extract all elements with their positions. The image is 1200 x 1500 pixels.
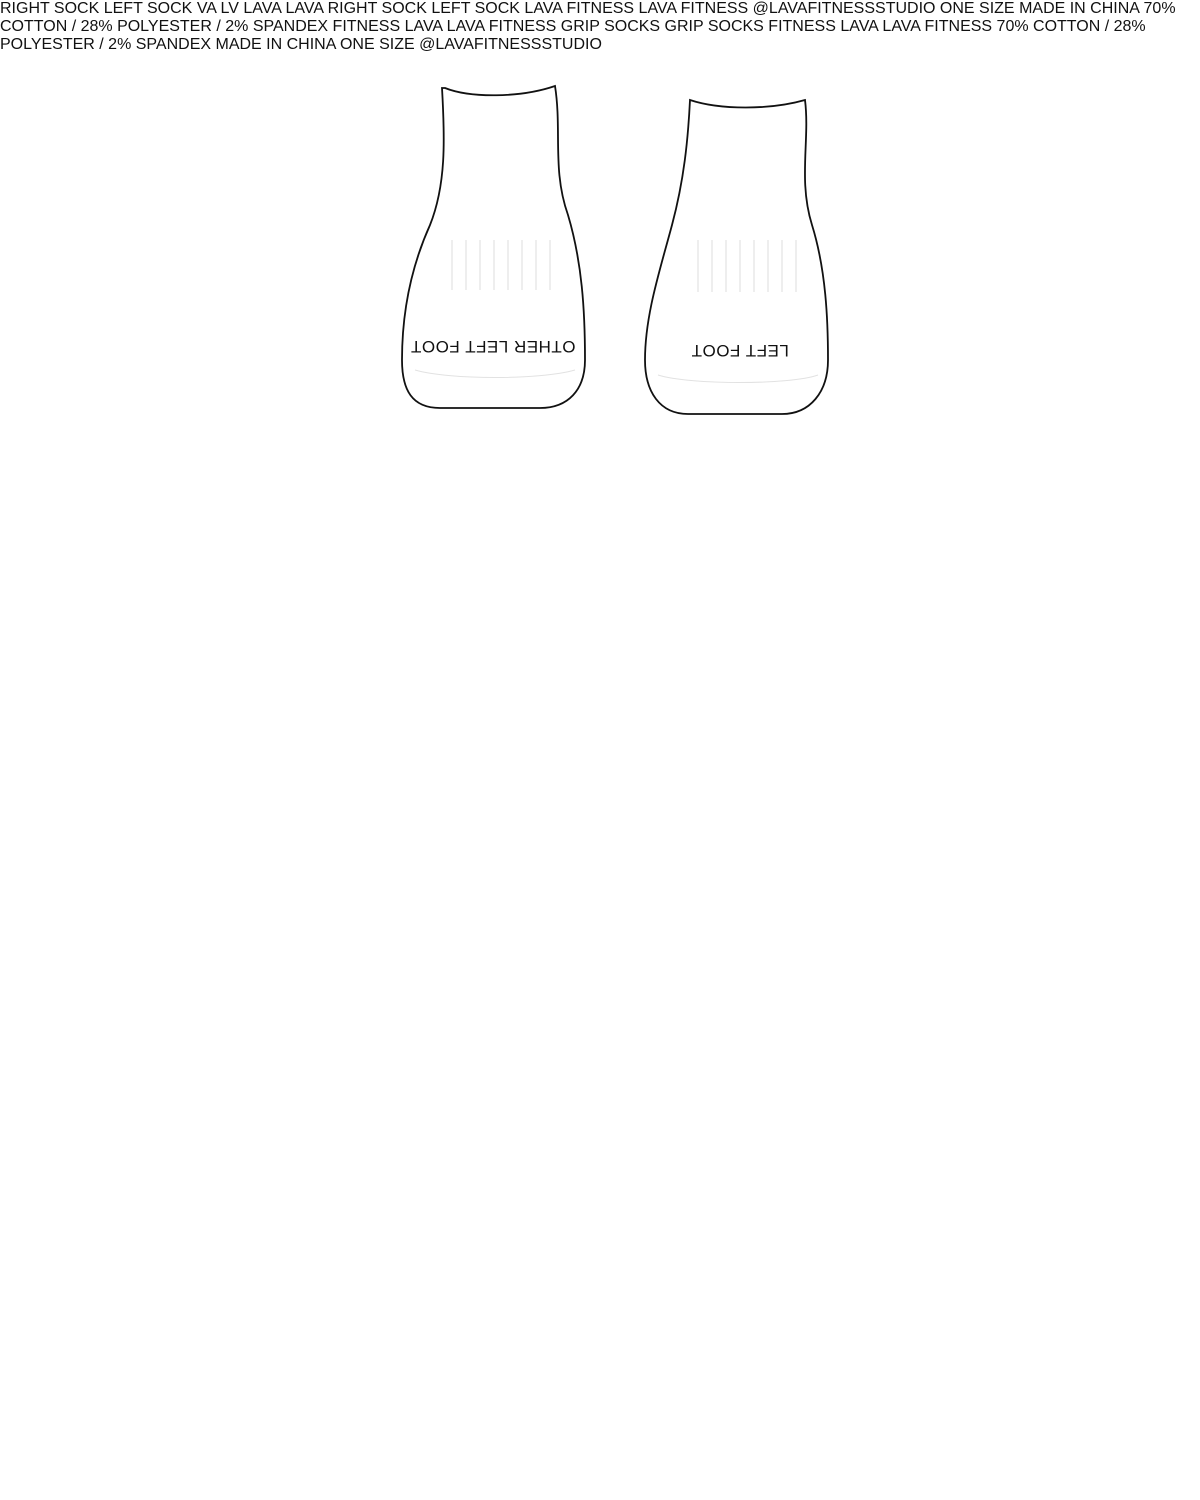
sole-logo-sub-left: FITNESS [566, 0, 635, 17]
caption-left-sock-bottom: LEFT SOCK [431, 0, 520, 17]
sock-text-left-foot: LEFT FOOT [691, 341, 789, 360]
sock-cuff-logo-left: LAVA [285, 0, 324, 17]
sock-bottom-left-view: LAVA [286, 0, 328, 17]
sole-logo-right: LAVA [638, 0, 677, 17]
sock-bottom-right-view: LAVA [243, 0, 285, 17]
label-b-logo-sub: FITNESS [924, 18, 993, 35]
hang-label-a: @LAVAFITNESSSTUDIO ONE SIZE MADE IN CHIN… [0, 0, 1176, 35]
label-b-size: ONE SIZE [339, 36, 415, 53]
label-b-composition: 70% COTTON / 28% POLYESTER / 2% SPANDEX [0, 18, 1146, 53]
label-b-handle: @LAVAFITNESSSTUDIO [419, 36, 602, 53]
sock-top-right-view: OTHER LEFT FOOT [401, 84, 586, 409]
caption-right-sock-top: RIGHT SOCK [0, 0, 100, 17]
sock-side-logo-right: LV [220, 0, 239, 17]
sole-logo-left: LAVA [524, 0, 563, 17]
sole-logo-sub-right: FITNESS [680, 0, 749, 17]
label-a-footer: GRIP SOCKS [560, 18, 661, 35]
label-b-origin: MADE IN CHINA [215, 36, 336, 53]
caption-left-sock-top: LEFT SOCK [103, 0, 193, 17]
hang-label-b: GRIP SOCKS FITNESS LAVA LAVA FITNESS 70%… [0, 18, 1146, 53]
sock-side-view-right: LV [221, 0, 244, 17]
label-a-logo-sub: FITNESS [488, 18, 557, 35]
grip-sole-left: LAVA FITNESS [524, 0, 638, 17]
label-b-logo: LAVA [882, 18, 921, 35]
sock-cuff-logo-right: LAVA [243, 0, 282, 17]
sock-top-left-view: LEFT FOOT [644, 98, 829, 415]
caption-right-sock-bottom: RIGHT SOCK [327, 0, 427, 17]
sock-text-other-left-foot: OTHER LEFT FOOT [411, 337, 576, 356]
label-a-logo: LAVA [446, 18, 485, 35]
grip-sole-right: LAVA FITNESS [639, 0, 753, 17]
